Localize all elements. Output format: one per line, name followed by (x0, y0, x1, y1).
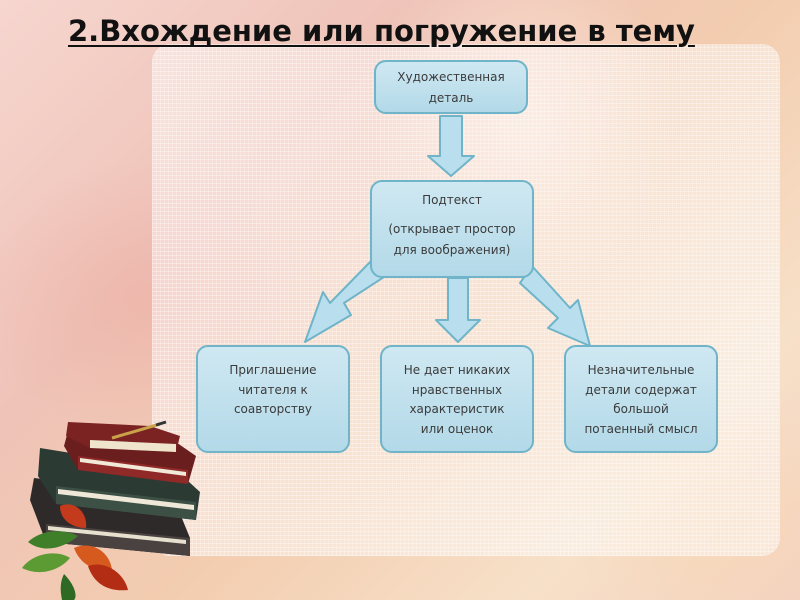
node-subtext: Подтекст (открывает простор для воображе… (370, 180, 534, 278)
node-line: деталь (428, 91, 474, 105)
arrow-to-invitation (304, 258, 385, 343)
node-line: или оценок (420, 421, 494, 436)
node-artistic-detail: Художественная деталь (374, 60, 528, 114)
node-line: Не дает никаких (403, 363, 511, 377)
node-line: читателя к (238, 382, 308, 397)
book-stack-icon (30, 420, 200, 556)
node-line: детали содержат (585, 382, 697, 397)
node-line: соавторству (233, 402, 313, 416)
node-hidden-meaning: Незначительные детали содержат большой п… (564, 345, 718, 453)
arrow-to-hidden-meaning (519, 265, 591, 347)
node-line: Художественная (397, 70, 505, 84)
node-line: для воображения) (393, 243, 511, 257)
node-line: нравственных (411, 382, 503, 397)
node-line: Незначительные (587, 363, 695, 377)
node-line: характеристик (409, 402, 505, 416)
node-line: потаенный смысл (584, 421, 698, 436)
node-heading: Подтекст (422, 193, 482, 207)
arrow-down-to-subtext (427, 115, 475, 177)
node-invitation-coauthorship: Приглашение читателя к соавторству (196, 345, 350, 453)
node-line: большой (613, 402, 669, 416)
autumn-leaves-icon (22, 504, 128, 600)
node-line: Приглашение (229, 363, 317, 377)
node-line: (открывает простор (388, 222, 516, 236)
node-no-moral-assessment: Не дает никаких нравственных характерист… (380, 345, 534, 453)
slide-title: 2.Вхождение или погружение в тему (68, 14, 695, 48)
arrow-to-no-moral (435, 277, 481, 343)
